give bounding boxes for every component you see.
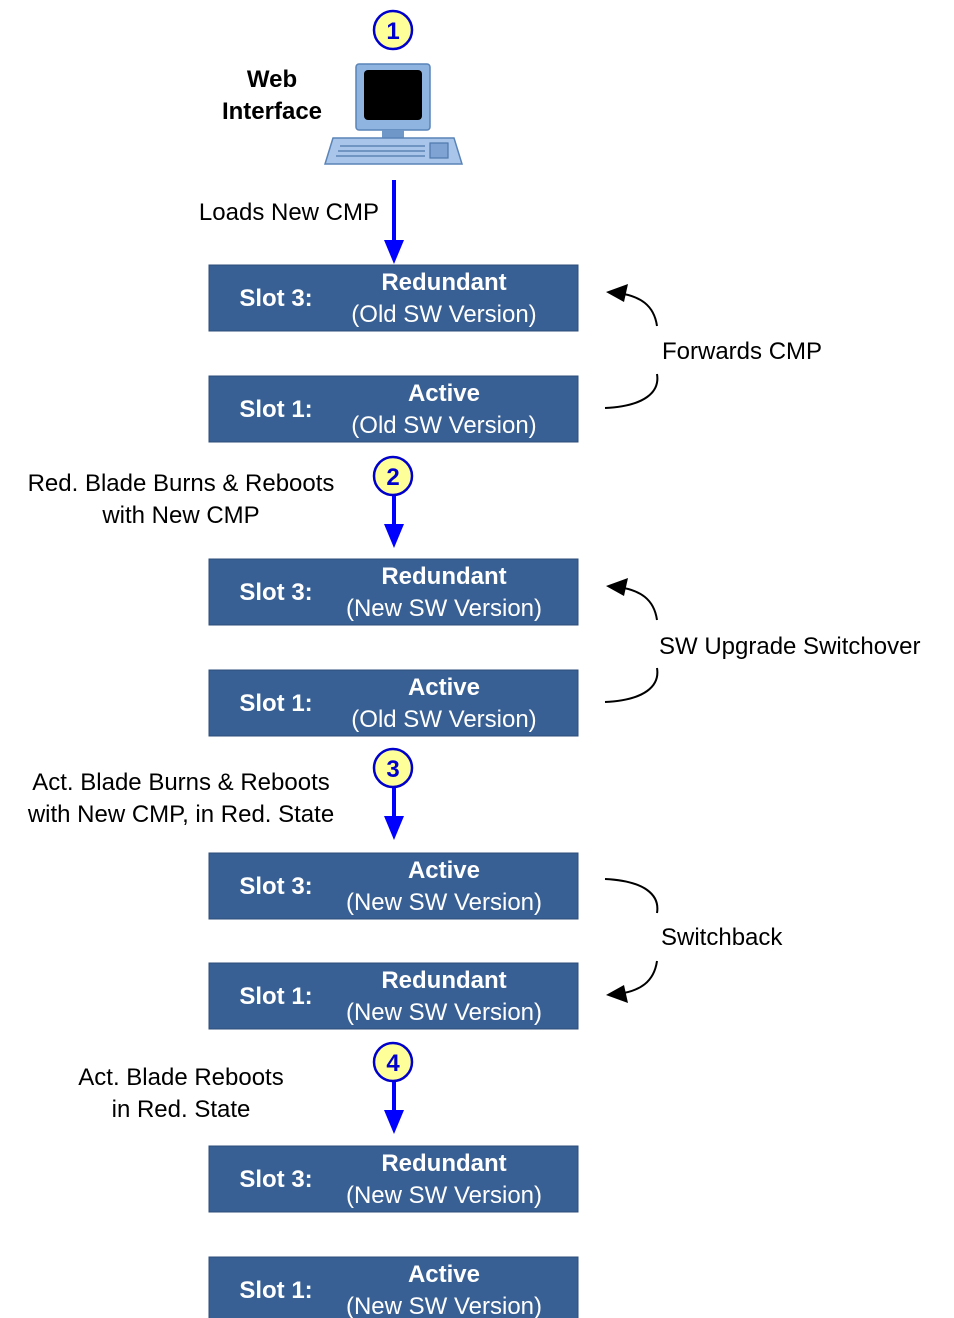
forwards-cmp-curve [604,284,659,409]
blade-box-background [208,852,579,920]
web-interface-label-line1: Web [247,66,297,93]
blade-box: Slot 3: Redundant (Old SW Version) [208,264,579,332]
step-4-label-line1: Act. Blade Reboots [78,1064,283,1091]
blade-version-label: (New SW Version) [346,1182,542,1209]
blade-box: Slot 1: Active (Old SW Version) [208,669,579,737]
switchover-label: SW Upgrade Switchover [659,633,920,660]
blades-layer: Slot 3: Redundant (Old SW Version) Slot 1: A… [208,264,579,1318]
blade-state-label: Redundant [381,1150,506,1177]
blade-state-label: Active [408,1261,480,1288]
blade-box: Slot 3: Active (New SW Version) [208,852,579,920]
step-4-label-line2: in Red. State [112,1096,251,1123]
blade-state-label: Active [408,380,480,407]
blade-version-label: (Old SW Version) [351,706,536,733]
blade-state-label: Redundant [381,967,506,994]
switchback-curve [604,878,659,1003]
blade-version-label: (New SW Version) [346,1293,542,1318]
step-3-label-line1: Act. Blade Burns & Reboots [32,769,330,796]
loads-new-cmp-label: Loads New CMP [199,199,379,226]
step-1-marker: 1 [372,9,414,51]
step-4-arrow-head [384,1110,404,1134]
blade-box: Slot 3: Redundant (New SW Version) [208,1145,579,1213]
blade-version-label: (Old SW Version) [351,412,536,439]
step-3-label-line2: with New CMP, in Red. State [27,801,334,828]
step-3-number: 3 [386,756,399,783]
blade-slot-label: Slot 3: [239,579,312,606]
blade-box-background [208,264,579,332]
computer-icon [323,63,464,165]
blade-slot-label: Slot 3: [239,1166,312,1193]
blade-box: Slot 1: Active (Old SW Version) [208,375,579,443]
blade-box: Slot 3: Redundant (New SW Version) [208,558,579,626]
load-arrow-head [384,240,404,264]
blade-slot-label: Slot 3: [239,873,312,900]
step-2-marker: 2 [372,455,414,497]
blade-slot-label: Slot 1: [239,690,312,717]
step-1-number: 1 [386,18,399,45]
step-2-label-line2: with New CMP [101,502,259,529]
blade-version-label: (Old SW Version) [351,301,536,328]
blade-state-label: Redundant [381,269,506,296]
blade-version-label: (New SW Version) [346,595,542,622]
blade-slot-label: Slot 1: [239,1277,312,1304]
forwards-cmp-label: Forwards CMP [662,338,822,365]
step-2-number: 2 [386,464,399,491]
step-2-arrow-head [384,524,404,548]
switchover-curve [604,578,659,703]
blade-state-label: Active [408,857,480,884]
blade-slot-label: Slot 1: [239,983,312,1010]
blade-box-background [208,669,579,737]
step-4-marker: 4 [372,1041,414,1083]
blade-box: Slot 1: Active (New SW Version) [208,1256,579,1318]
blade-box-background [208,375,579,443]
web-interface-label-line2: Interface [222,98,322,125]
blade-state-label: Active [408,674,480,701]
blade-box-background [208,962,579,1030]
blade-box-background [208,558,579,626]
blade-version-label: (New SW Version) [346,889,542,916]
blade-state-label: Redundant [381,563,506,590]
blade-version-label: (New SW Version) [346,999,542,1026]
step-4-number: 4 [386,1050,400,1077]
switchback-label: Switchback [661,924,783,951]
blade-box-background [208,1145,579,1213]
blade-slot-label: Slot 1: [239,396,312,423]
blade-slot-label: Slot 3: [239,285,312,312]
blade-box: Slot 1: Redundant (New SW Version) [208,962,579,1030]
step-3-arrow-head [384,816,404,840]
step-3-marker: 3 [372,747,414,789]
blade-box-background [208,1256,579,1318]
step-2-label-line1: Red. Blade Burns & Reboots [28,470,335,497]
